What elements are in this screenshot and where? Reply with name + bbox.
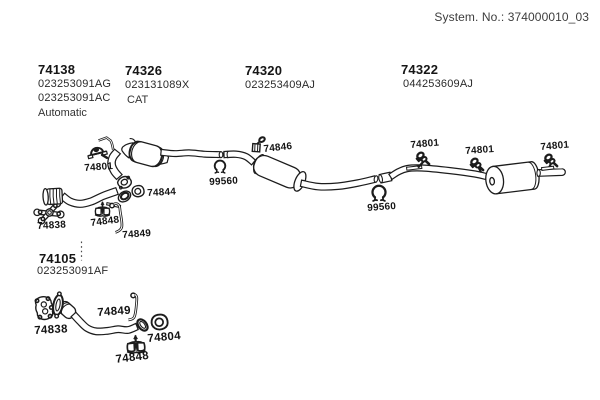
catalytic-converter-drawing (121, 138, 170, 168)
label-99560-first: 99560 (209, 175, 239, 188)
group-74105-part: 74105 (39, 251, 77, 266)
clamp-99560-second-drawing (371, 184, 387, 203)
rear-silencer-drawing (485, 161, 566, 195)
front-pipe-cat-drawing (52, 291, 77, 320)
group-74322-code1: 044253609AJ (403, 78, 474, 90)
group-74138-note: Automatic (38, 107, 87, 119)
label-99560-second: 99560 (367, 200, 397, 214)
rod-74849-bottom-drawing (128, 292, 139, 322)
group-74320-part: 74320 (245, 63, 283, 78)
gasket-74804-drawing (149, 312, 170, 332)
gasket-74844-drawing (130, 184, 146, 199)
label-74849-main: 74849 (122, 227, 152, 241)
group-74326-note: CAT (127, 94, 149, 106)
hanger-74801-fourth-drawing (540, 152, 559, 171)
group-74322-part: 74322 (401, 62, 439, 77)
group-74326-code1: 023131089X (125, 79, 190, 91)
system-number: System. No.: 374000010_03 (434, 10, 589, 24)
label-74801-third: 74801 (465, 143, 495, 157)
hanger-74846-drawing (251, 136, 266, 153)
label-74838-main: 74838 (37, 219, 67, 232)
group-74138-part: 74138 (38, 62, 76, 77)
gasket-74838-bottom-drawing (34, 296, 54, 321)
middle-silencer-drawing (252, 154, 307, 192)
gasket-74838-main-drawing (33, 199, 65, 225)
group-74326-part: 74326 (125, 63, 163, 78)
group-74105-code1: 023253091AF (37, 265, 109, 277)
label-74849-bottom: 74849 (97, 304, 132, 319)
label-74844: 74844 (147, 186, 177, 199)
group-74320-code1: 023253409AJ (245, 79, 316, 91)
group-74138-code1: 023253091AG (38, 78, 112, 90)
hanger-74801-second-drawing (414, 150, 431, 169)
silencer-inlet-pipe-drawing (222, 150, 257, 166)
label-74801-cat: 74801 (84, 160, 114, 174)
group-74138-code2: 023253091AC (38, 92, 111, 104)
catalyst-downpipe-drawing (107, 148, 132, 190)
rod-74849-main-drawing (109, 202, 124, 234)
front-pipe-74105-drawing (70, 311, 149, 336)
label-74838-bottom: 74838 (34, 323, 69, 337)
hanger-74801-third-drawing (468, 156, 485, 173)
hanger-74801-cat-drawing (87, 136, 115, 160)
catalyst-outlet-pipe-drawing (160, 148, 224, 159)
clamp-99560-first-drawing (213, 159, 227, 174)
silencer-outlet-pipe-drawing (299, 175, 379, 191)
